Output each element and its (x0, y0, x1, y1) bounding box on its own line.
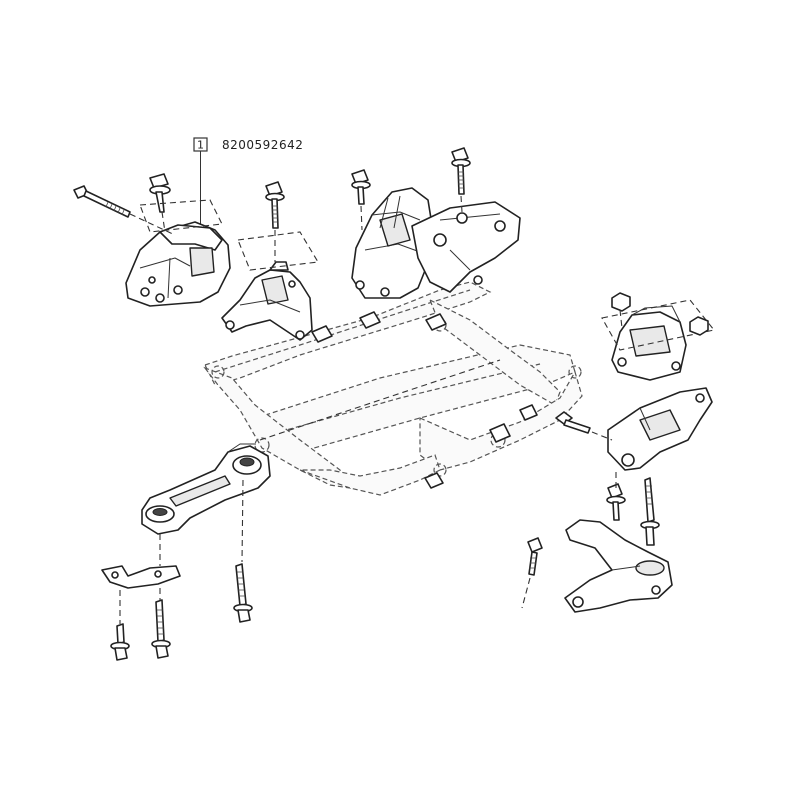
torque-rod-icon (141, 443, 271, 535)
bracket-icon (607, 387, 713, 471)
bolt-icon (233, 479, 253, 623)
bolt-icon (521, 537, 543, 609)
gearbox-mount-icon (601, 299, 715, 381)
bolt-icon (640, 477, 660, 546)
part-number: 8200592642 (222, 138, 303, 152)
subframe-icon (203, 281, 583, 496)
bolt-icon (606, 472, 626, 521)
callout-index: 1 (197, 139, 204, 152)
part-callout: 1 8200592642 (193, 137, 303, 232)
engine-mount-icon (125, 221, 231, 307)
bolt-icon (555, 411, 613, 441)
bracket-icon (564, 519, 673, 613)
bracket-icon (221, 261, 313, 341)
bracket-icon (101, 534, 181, 624)
bolt-icon (351, 169, 371, 231)
engine-mount-icon (351, 187, 521, 299)
bolt-icon (73, 185, 176, 236)
bolt-icon (139, 173, 223, 233)
nut-icon (689, 316, 709, 336)
bolt-icon (237, 181, 319, 271)
bolt-icon (110, 623, 130, 661)
bolt-icon (151, 599, 171, 659)
nut-icon (611, 292, 631, 329)
bolt-icon (451, 147, 471, 213)
